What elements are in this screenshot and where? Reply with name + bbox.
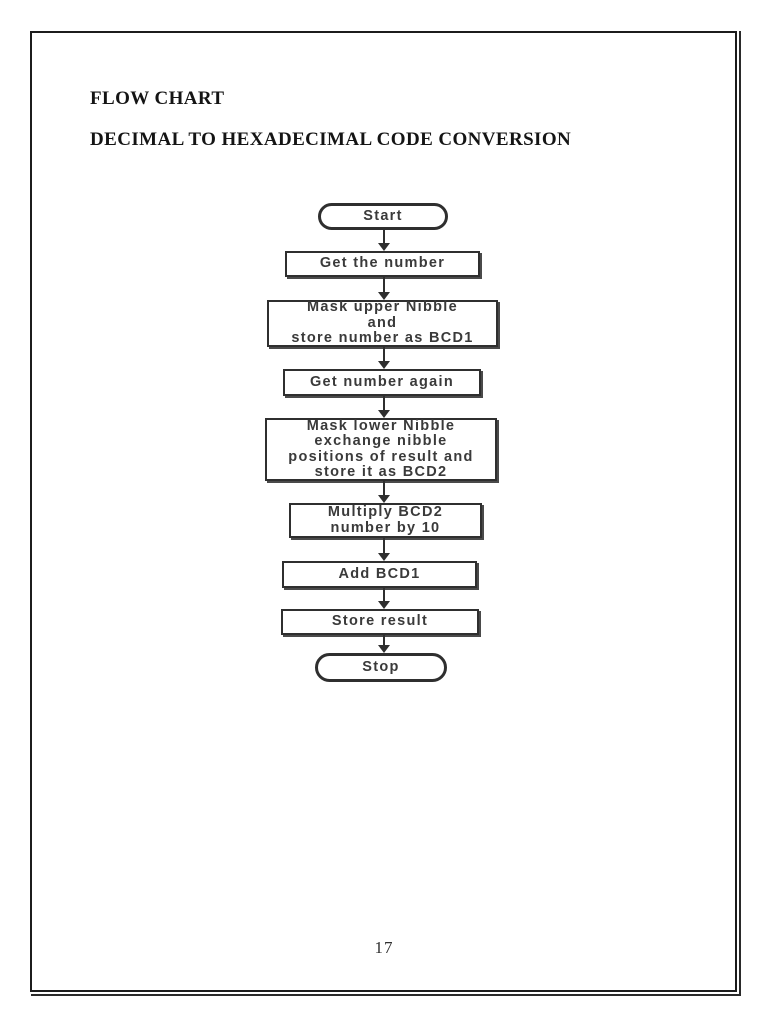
flow-arrow-down <box>378 635 390 653</box>
flow-arrow-down <box>378 538 390 561</box>
arrowhead-down-icon <box>378 553 390 561</box>
flow-arrow-down <box>378 396 390 418</box>
arrowhead-down-icon <box>378 292 390 300</box>
arrow-shaft <box>383 277 385 294</box>
arrow-shaft <box>383 635 385 647</box>
flowchart-node-stop: Stop <box>315 653 447 682</box>
arrow-shaft <box>383 538 385 555</box>
flow-arrow-down <box>378 230 390 251</box>
arrowhead-down-icon <box>378 410 390 418</box>
node-label: Multiply BCD2 number by 10 <box>327 504 444 536</box>
arrowhead-down-icon <box>378 495 390 503</box>
flowchart-node-start: Start <box>318 203 448 230</box>
node-label: Mask lower Nibble exchange nibble positi… <box>288 417 474 480</box>
flowchart-node-mask-lower: Mask lower Nibble exchange nibble positi… <box>265 418 497 481</box>
flow-arrow-down <box>378 588 390 609</box>
node-label: Stop <box>362 658 400 675</box>
node-label: Get the number <box>319 255 446 272</box>
arrow-shaft <box>383 347 385 363</box>
node-label: Mask upper Nibble and store number as BC… <box>291 299 474 347</box>
arrow-shaft <box>383 230 385 245</box>
node-label: Add BCD1 <box>338 565 421 582</box>
flowchart-node-get-number-again: Get number again <box>283 369 481 396</box>
page-title: FLOW CHART <box>90 88 225 109</box>
page-subtitle: DECIMAL TO HEXADECIMAL CODE CONVERSION <box>90 129 572 150</box>
arrowhead-down-icon <box>378 361 390 369</box>
flowchart-node-multiply-bcd2: Multiply BCD2 number by 10 <box>289 503 482 538</box>
node-label: Get number again <box>309 373 455 390</box>
page-number: 17 <box>374 938 394 957</box>
flowchart-node-get-number: Get the number <box>285 251 480 277</box>
flowchart-node-add-bcd1: Add BCD1 <box>282 561 477 588</box>
flowchart-node-mask-upper: Mask upper Nibble and store number as BC… <box>267 300 498 347</box>
flowchart-node-store-result: Store result <box>281 609 479 635</box>
node-label: Store result <box>331 613 429 630</box>
flow-arrow-down <box>378 481 390 503</box>
arrowhead-down-icon <box>378 645 390 653</box>
arrow-shaft <box>383 481 385 497</box>
arrowhead-down-icon <box>378 601 390 609</box>
arrow-shaft <box>383 588 385 603</box>
arrow-shaft <box>383 396 385 412</box>
flow-arrow-down <box>378 347 390 369</box>
flow-arrow-down <box>378 277 390 300</box>
node-label: Start <box>363 207 403 224</box>
arrowhead-down-icon <box>378 243 390 251</box>
